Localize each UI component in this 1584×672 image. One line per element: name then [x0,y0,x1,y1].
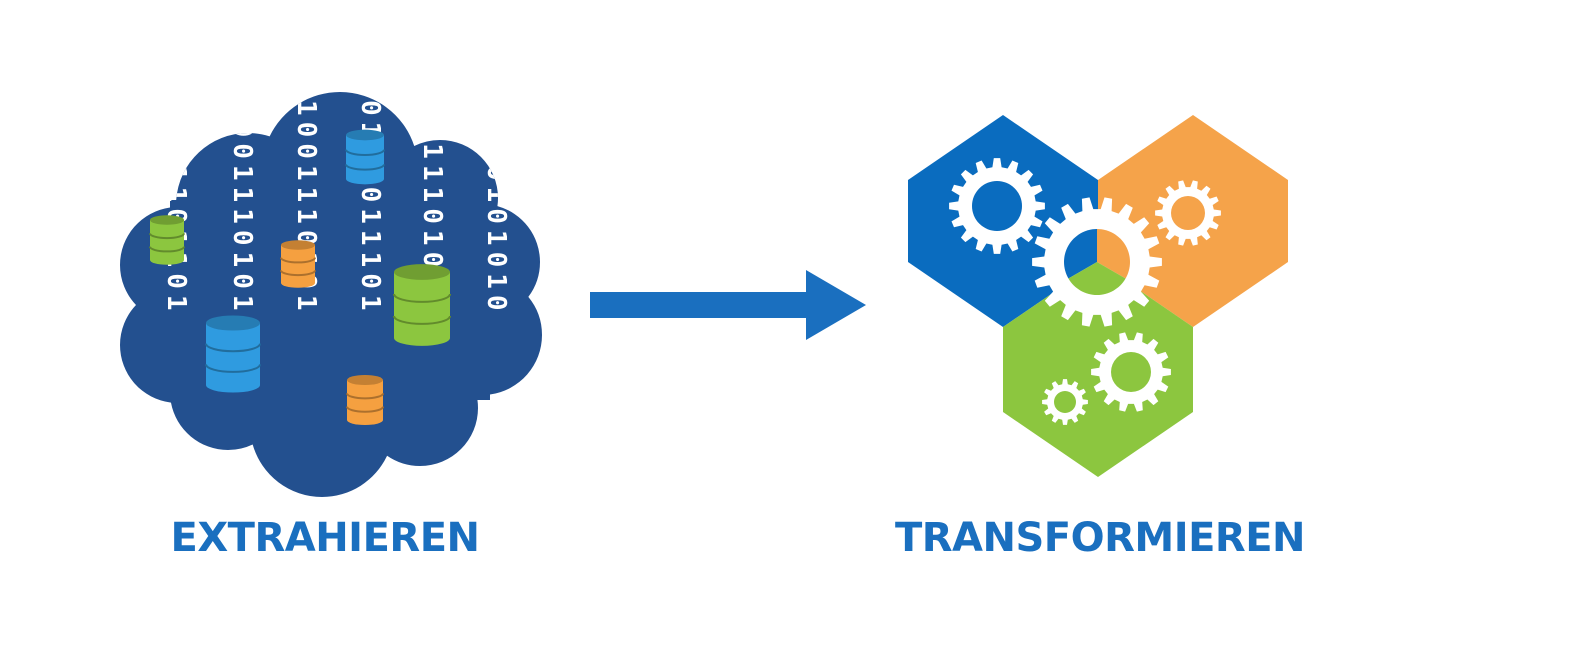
gear-small-orange-icon [1155,180,1221,246]
database-icon [393,264,451,346]
arrow-shaft [590,292,812,318]
gear-green-large-icon [1091,332,1171,412]
label-extrahieren: EXTRAHIEREN [170,515,481,561]
gear-large-blue-icon [949,158,1045,254]
database-cylinders [149,129,451,426]
label-transformieren: TRANSFORMIEREN [894,515,1306,561]
gears [949,158,1221,425]
database-icon [280,240,316,288]
binary-column: 1001110101 [227,100,257,317]
binary-column: 0101101101 [161,100,191,317]
gear-green-small-icon [1042,379,1088,425]
gear-center-icon [1032,197,1162,327]
arrow-right-icon [590,270,866,340]
database-icon [345,129,385,185]
arrow-head [806,270,866,340]
database-icon [149,215,185,265]
database-icon [346,374,384,426]
database-icon [205,315,261,393]
gears-hexagon-icon [908,115,1288,477]
binary-column: 1100101010 [481,100,511,317]
